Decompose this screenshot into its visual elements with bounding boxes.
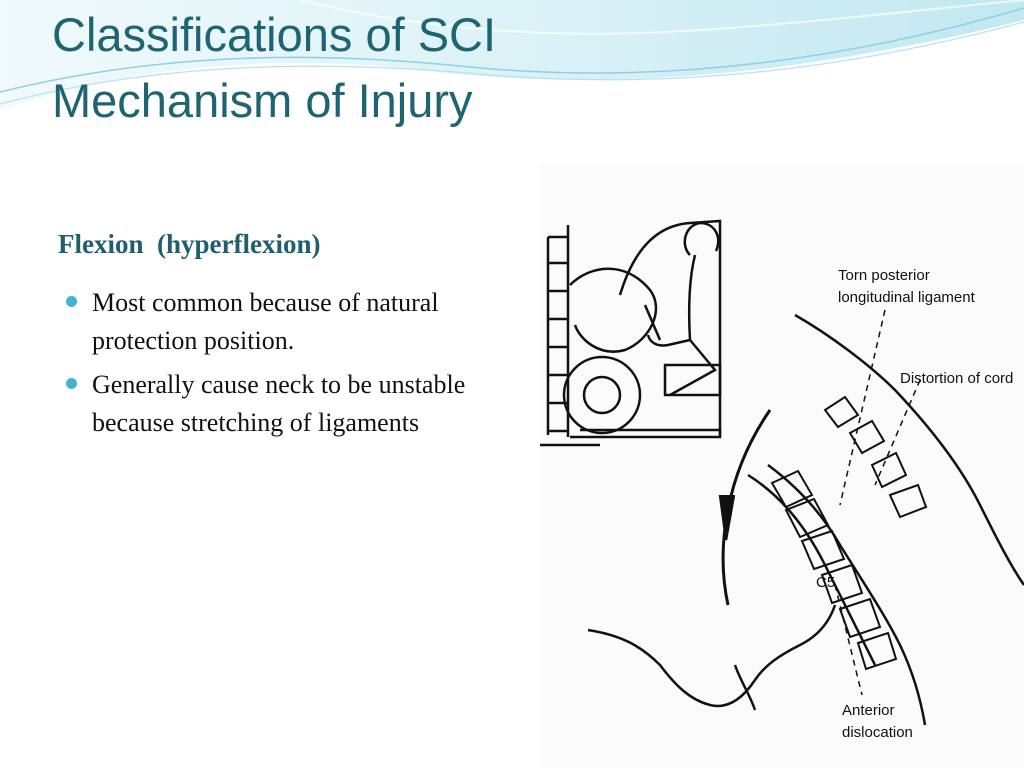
bullet-item: Generally cause neck to be unstable beca… — [66, 366, 506, 442]
bullet-text: Generally cause neck to be unstable beca… — [92, 370, 466, 437]
bullet-dot-icon — [66, 296, 77, 307]
wave-header-decoration — [0, 0, 1024, 110]
label-anterior-line1: Anterior — [842, 702, 895, 719]
title-line-1: Classifications of SCI — [52, 8, 497, 61]
bullet-list: Most common because of natural protectio… — [66, 284, 506, 448]
subheading-flexion: Flexion (hyperflexion) — [58, 229, 321, 259]
label-distortion: Distortion of cord — [900, 370, 1013, 387]
label-c5: C5 — [816, 574, 835, 591]
slide-title: Classifications of SCI Mechanism of Inju… — [52, 2, 496, 134]
label-anterior-line2: dislocation — [842, 724, 913, 741]
spine-sketch — [587, 313, 1024, 726]
bullet-item: Most common because of natural protectio… — [66, 284, 506, 360]
bullet-text: Most common because of natural protectio… — [92, 288, 439, 355]
car-driver-sketch — [540, 219, 722, 447]
hyperflexion-illustration: Torn posterior longitudinal ligament Dis… — [540, 165, 1024, 768]
title-line-2: Mechanism of Injury — [52, 74, 473, 127]
leader-lines — [834, 309, 921, 696]
bullet-dot-icon — [66, 378, 77, 389]
label-torn-line1: Torn posterior — [838, 267, 930, 284]
label-torn-line2: longitudinal ligament — [838, 289, 976, 306]
